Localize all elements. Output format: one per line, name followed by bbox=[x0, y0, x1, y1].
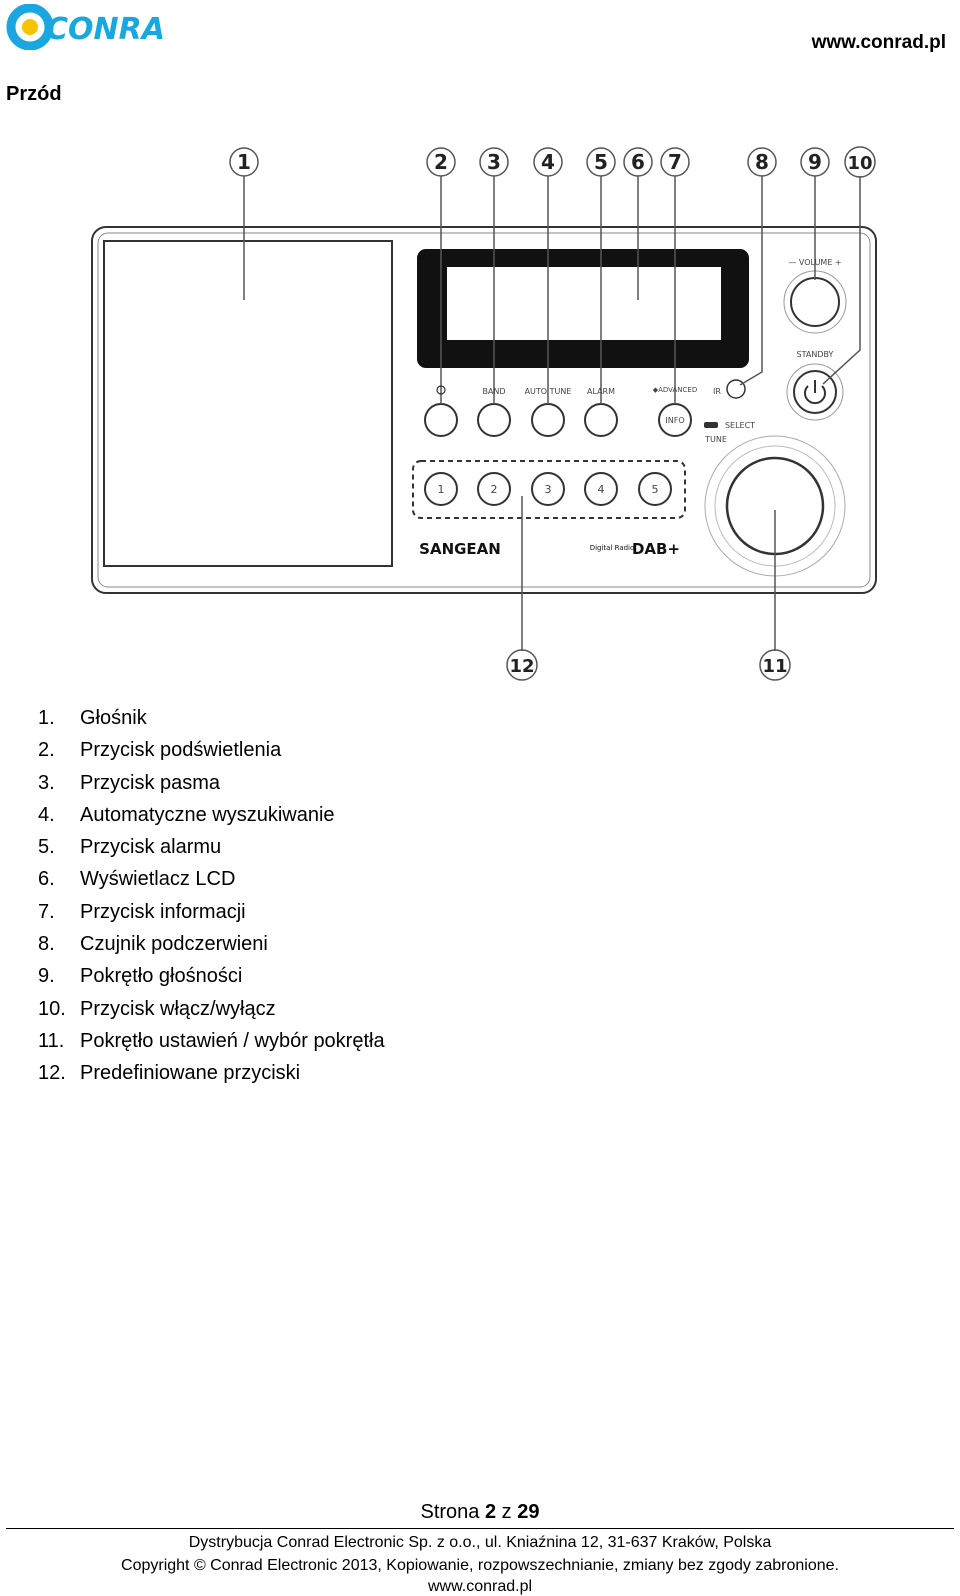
list-item: 2.Przycisk podświetlenia bbox=[38, 739, 282, 762]
list-item: 6.Wyświetlacz LCD bbox=[38, 868, 236, 891]
page-number: Strona 2 z 29 bbox=[420, 1501, 540, 1523]
radio-body bbox=[91, 226, 877, 594]
autotune-label: AUTO TUNE bbox=[525, 387, 572, 396]
alarm-label: ALARM bbox=[587, 387, 615, 396]
alarm-button bbox=[584, 403, 618, 437]
callout-10: 10 bbox=[847, 153, 872, 174]
list-item: 5.Przycisk alarmu bbox=[38, 836, 222, 859]
preset-label-2: 2 bbox=[491, 483, 498, 496]
preset-label-4: 4 bbox=[598, 483, 605, 496]
preset-label-1: 1 bbox=[438, 483, 445, 496]
list-item: 11.Pokrętło ustawień / wybór pokrętła bbox=[38, 1029, 385, 1052]
callout-4: 4 bbox=[541, 150, 555, 174]
list-item: 9.Pokrętło głośności bbox=[38, 965, 243, 988]
backlight-button bbox=[424, 403, 458, 437]
brand-label: SANGEAN bbox=[419, 540, 501, 558]
parts-list: 1.Głośnik 2.Przycisk podświetlenia 3.Prz… bbox=[38, 702, 385, 1090]
callout-12: 12 bbox=[509, 656, 534, 677]
section-title: Przód bbox=[6, 83, 62, 105]
list-item: 1.Głośnik bbox=[38, 707, 147, 729]
dab-label: DAB+ bbox=[632, 540, 680, 558]
list-item: 8.Czujnik podczerwieni bbox=[38, 933, 268, 956]
lcd-screen bbox=[447, 267, 721, 340]
header-url: www.conrad.pl bbox=[811, 32, 946, 53]
tune-label: TUNE bbox=[704, 435, 727, 444]
callouts: 1 2 3 4 5 6 7 8 9 10 11 12 bbox=[229, 146, 876, 681]
preset-label-3: 3 bbox=[545, 483, 552, 496]
advanced-label: ◆ADVANCED bbox=[653, 386, 698, 394]
footer-copyright: Copyright © Conrad Electronic 2013, Kopi… bbox=[121, 1557, 839, 1574]
standby-label: STANDBY bbox=[797, 350, 834, 359]
list-item: 4.Automatyczne wyszukiwanie bbox=[38, 803, 335, 826]
list-item: 7.Przycisk informacji bbox=[38, 900, 246, 923]
volume-knob bbox=[790, 277, 840, 327]
callout-1: 1 bbox=[237, 150, 251, 174]
preset-4 bbox=[584, 472, 618, 506]
preset-area bbox=[412, 460, 686, 519]
callout-5: 5 bbox=[594, 150, 608, 174]
callout-11: 11 bbox=[762, 656, 787, 677]
preset-3 bbox=[531, 472, 565, 506]
callout-6: 6 bbox=[631, 150, 645, 174]
preset-1 bbox=[424, 472, 458, 506]
band-label: BAND bbox=[482, 387, 505, 396]
preset-label-5: 5 bbox=[652, 483, 659, 496]
list-item: 12.Predefiniowane przyciski bbox=[38, 1062, 301, 1085]
radio-front-diagram: 1 2 3 4 5 6 7 8 9 10 11 12 — VOLUME + ST… bbox=[91, 146, 877, 681]
select-label: SELECT bbox=[725, 421, 755, 430]
list-item: 10.Przycisk włącz/wyłącz bbox=[38, 997, 276, 1020]
callout-2: 2 bbox=[434, 150, 448, 174]
footer-address: Dystrybucja Conrad Electronic Sp. z o.o.… bbox=[188, 1534, 772, 1551]
callout-8: 8 bbox=[755, 150, 769, 174]
callout-7: 7 bbox=[668, 150, 682, 174]
footer-url[interactable]: www.conrad.pl bbox=[427, 1578, 533, 1595]
callout-3: 3 bbox=[487, 150, 501, 174]
ir-label: IR bbox=[713, 387, 721, 396]
info-label: INFO bbox=[665, 416, 684, 425]
preset-5 bbox=[638, 472, 672, 506]
conrad-logo: CONRAD bbox=[6, 4, 166, 50]
logo-text: CONRAD bbox=[46, 12, 166, 47]
speaker-grille bbox=[103, 240, 393, 567]
band-button bbox=[477, 403, 511, 437]
footer-divider bbox=[6, 1528, 954, 1529]
callout-9: 9 bbox=[808, 150, 822, 174]
autotune-button bbox=[531, 403, 565, 437]
list-item: 3.Przycisk pasma bbox=[38, 771, 221, 794]
ir-sensor bbox=[726, 379, 746, 399]
digital-radio-label: Digital Radio bbox=[590, 544, 635, 552]
preset-2 bbox=[477, 472, 511, 506]
standby-button bbox=[793, 370, 837, 414]
volume-label: — VOLUME + bbox=[788, 258, 841, 267]
